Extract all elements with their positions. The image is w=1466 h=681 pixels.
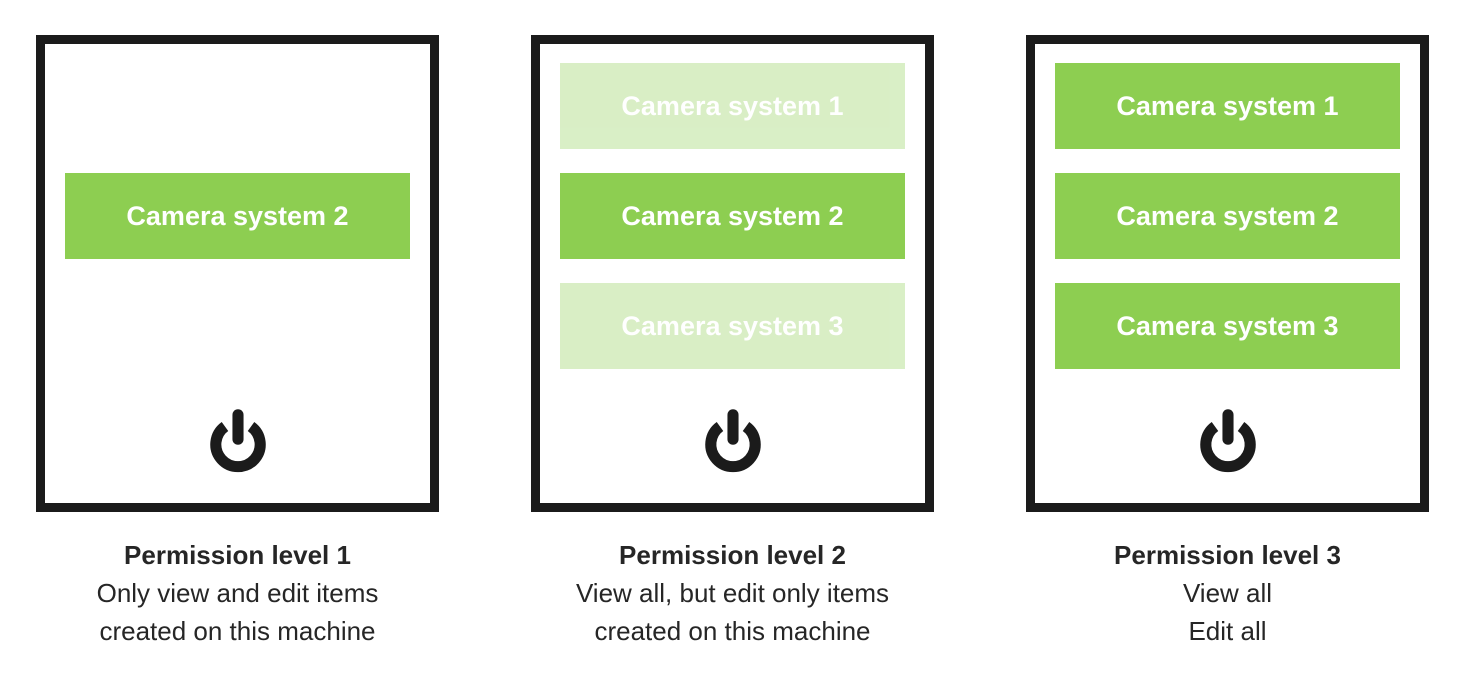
caption-line: Edit all — [1188, 616, 1267, 646]
permission-level-2-column: Camera system 1 Camera system 2 Camera s… — [531, 35, 934, 681]
caption-title: Permission level 1 — [124, 540, 351, 570]
power-button[interactable] — [560, 403, 905, 477]
permission-level-1-caption: Permission level 1 Only view and edit it… — [36, 536, 439, 650]
permission-level-1-panel: Camera system 2 — [36, 35, 439, 512]
power-icon — [704, 409, 761, 473]
permission-level-2-caption: Permission level 2 View all, but edit on… — [531, 536, 934, 650]
power-icon — [209, 409, 266, 473]
caption-title: Permission level 2 — [619, 540, 846, 570]
power-icon — [1199, 409, 1256, 473]
camera-system-button-list: Camera system 2 — [65, 63, 410, 369]
camera-system-1-button[interactable]: Camera system 1 — [560, 63, 905, 149]
camera-system-button-list: Camera system 1 Camera system 2 Camera s… — [560, 63, 905, 369]
power-button[interactable] — [1055, 403, 1400, 477]
caption-title: Permission level 3 — [1114, 540, 1341, 570]
power-button[interactable] — [65, 403, 410, 477]
camera-system-button-list: Camera system 1 Camera system 2 Camera s… — [1055, 63, 1400, 369]
camera-system-3-button[interactable]: Camera system 3 — [1055, 283, 1400, 369]
caption-line: created on this machine — [594, 616, 871, 646]
caption-line: created on this machine — [99, 616, 376, 646]
caption-line: Only view and edit items — [96, 578, 379, 608]
permission-level-3-caption: Permission level 3 View all Edit all — [1026, 536, 1429, 650]
camera-system-2-button[interactable]: Camera system 2 — [560, 173, 905, 259]
permission-level-3-column: Camera system 1 Camera system 2 Camera s… — [1026, 35, 1429, 681]
permission-level-3-panel: Camera system 1 Camera system 2 Camera s… — [1026, 35, 1429, 512]
caption-line: View all, but edit only items — [575, 578, 890, 608]
caption-line: View all — [1182, 578, 1273, 608]
camera-system-2-button[interactable]: Camera system 2 — [1055, 173, 1400, 259]
permission-level-1-column: Camera system 2 Permission level 1 Only … — [36, 35, 439, 681]
camera-system-2-button[interactable]: Camera system 2 — [65, 173, 410, 259]
camera-system-3-button[interactable]: Camera system 3 — [560, 283, 905, 369]
camera-system-1-button[interactable]: Camera system 1 — [1055, 63, 1400, 149]
permission-level-2-panel: Camera system 1 Camera system 2 Camera s… — [531, 35, 934, 512]
